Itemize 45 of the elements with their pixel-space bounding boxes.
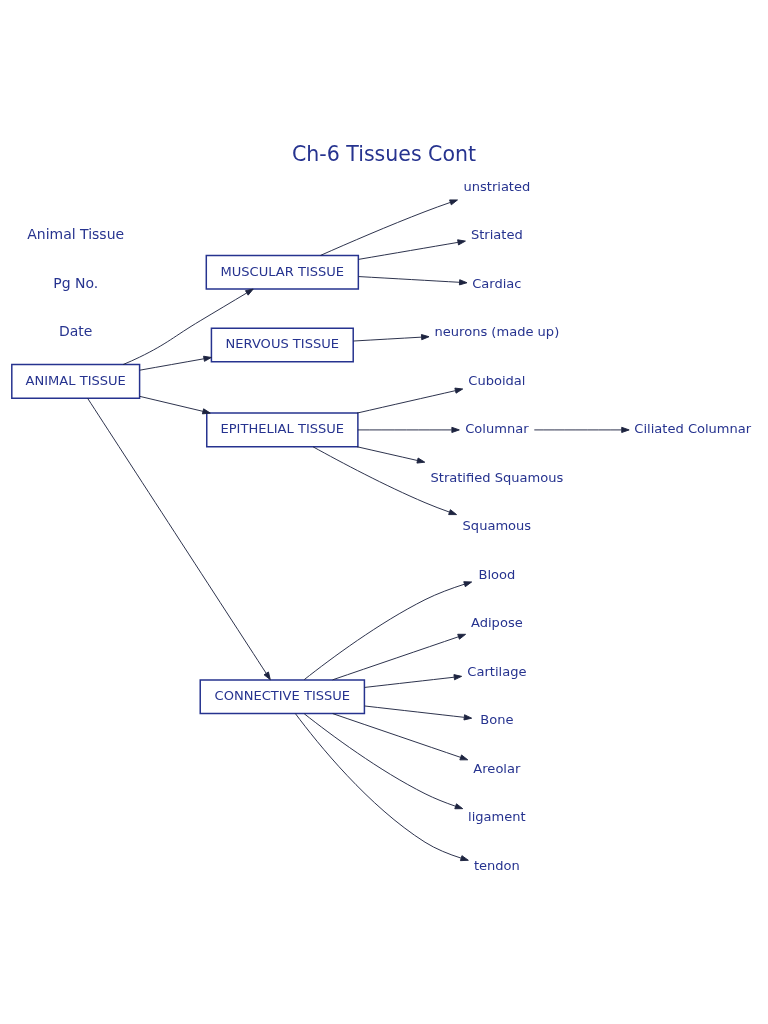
node-box: ANIMAL TISSUE [11, 363, 141, 399]
label: Animal Tissue [27, 226, 125, 243]
node-text: Bone [480, 712, 514, 728]
arrow [303, 713, 464, 810]
node-text: Cuboidal [468, 372, 526, 388]
arrow [356, 387, 464, 414]
node-text: Striated [470, 227, 523, 243]
diagram-title: Ch-6 Tissues Cont [291, 141, 477, 166]
node-box: NERVOUS TISSUE [210, 327, 354, 363]
node-text: Areolar [473, 760, 521, 776]
node-box: MUSCULAR TISSUE [205, 254, 360, 290]
arrow [358, 276, 468, 286]
arrow [139, 395, 211, 415]
arrow [353, 334, 430, 342]
arrow [312, 446, 458, 516]
arrow [303, 581, 473, 681]
arrow [364, 674, 463, 688]
node-text: neurons (made up) [434, 324, 560, 340]
label: Date [58, 323, 93, 340]
node-text: Cartilage [467, 663, 527, 679]
node-text: Squamous [462, 518, 532, 534]
arrow [122, 288, 254, 366]
node-text: tendon [473, 857, 520, 873]
arrow [332, 713, 469, 761]
node-box: EPITHELIAL TISSUE [206, 412, 359, 448]
arrow [533, 426, 630, 433]
node-text: unstriated [463, 178, 531, 194]
arrow [358, 239, 466, 260]
node-text: Stratified Squamous [430, 469, 564, 485]
node-text: Cardiac [472, 275, 522, 291]
arrow [320, 199, 458, 256]
arrow [364, 705, 473, 721]
arrow [332, 633, 467, 681]
node-text: ligament [468, 809, 526, 825]
node-text: Ciliated Columnar [634, 421, 752, 437]
arrow [356, 446, 426, 464]
arrow [294, 713, 469, 862]
node-text: Columnar [465, 421, 529, 437]
node-text: Adipose [471, 615, 523, 631]
label: Pg No. [53, 274, 99, 291]
node-box: CONNECTIVE TISSUE [199, 679, 366, 715]
arrow [87, 397, 271, 681]
node-text: Blood [478, 566, 516, 582]
arrow [139, 355, 212, 371]
arrow [357, 426, 460, 433]
